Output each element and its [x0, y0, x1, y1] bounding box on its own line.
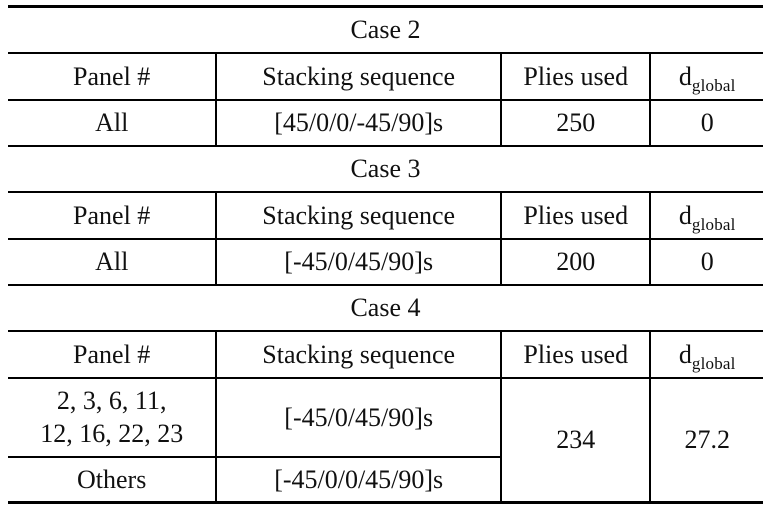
case2-panel-cell: All: [8, 100, 217, 147]
case2-header-panel: Panel #: [8, 53, 217, 101]
case4-title: Case 4: [8, 284, 763, 332]
case4-stacking-cell-2: [-45/0/0/45/90]s: [215, 457, 501, 504]
case3-header-row: Panel # Stacking sequence Plies used dgl…: [8, 192, 763, 240]
case4-stacking-cell-1: [-45/0/45/90]s: [215, 378, 501, 458]
case3-plies-cell: 200: [499, 239, 651, 286]
case3-title-row: Case 3: [8, 145, 763, 193]
case3-dglobal-cell: 0: [649, 239, 763, 286]
dglobal-subscript: global: [691, 353, 736, 373]
case2-plies-cell: 250: [499, 100, 651, 147]
case2-data-row: All [45/0/0/-45/90]s 250 0: [8, 100, 763, 147]
dglobal-base: d: [678, 61, 692, 91]
case2-header-stacking: Stacking sequence: [215, 53, 501, 101]
case3-header-plies: Plies used: [499, 192, 651, 240]
case4-panel-line2: 12, 16, 22, 23: [40, 418, 184, 448]
case3-header-stacking: Stacking sequence: [215, 192, 501, 240]
case2-header-plies: Plies used: [499, 53, 651, 101]
case3-header-dglobal: dglobal: [649, 192, 763, 240]
cases-table: Case 2 Panel # Stacking sequence Plies u…: [8, 5, 763, 504]
case4-panel-others-cell: Others: [8, 457, 217, 504]
case4-panel-cell: 2, 3, 6, 11, 12, 16, 22, 23: [8, 378, 217, 458]
case4-dglobal-merged-cell: 27.2: [649, 378, 763, 504]
case4-header-row: Panel # Stacking sequence Plies used dgl…: [8, 331, 763, 379]
dglobal-subscript: global: [691, 75, 736, 95]
case2-title: Case 2: [8, 5, 763, 54]
case4-plies-merged-cell: 234: [499, 378, 651, 504]
case4-data-row-1: 2, 3, 6, 11, 12, 16, 22, 23 [-45/0/45/90…: [8, 378, 763, 504]
case3-title: Case 3: [8, 145, 763, 193]
dglobal-base: d: [678, 200, 692, 230]
case4-title-row: Case 4: [8, 284, 763, 332]
case2-dglobal-cell: 0: [649, 100, 763, 147]
case4-header-stacking: Stacking sequence: [215, 331, 501, 379]
dglobal-subscript: global: [691, 214, 736, 234]
case3-panel-cell: All: [8, 239, 217, 286]
case4-header-plies: Plies used: [499, 331, 651, 379]
case4-panel-line1: 2, 3, 6, 11,: [56, 386, 167, 415]
case4-header-panel: Panel #: [8, 331, 217, 379]
case3-header-panel: Panel #: [8, 192, 217, 240]
case4-header-dglobal: dglobal: [649, 331, 763, 379]
dglobal-base: d: [678, 339, 692, 369]
case3-data-row: All [-45/0/45/90]s 200 0: [8, 239, 763, 286]
case3-stacking-cell: [-45/0/45/90]s: [215, 239, 501, 286]
case2-header-row: Panel # Stacking sequence Plies used dgl…: [8, 53, 763, 101]
case4-data-row-2: Others [-45/0/0/45/90]s: [8, 457, 763, 504]
case2-title-row: Case 2: [8, 5, 763, 54]
case2-header-dglobal: dglobal: [649, 53, 763, 101]
case2-stacking-cell: [45/0/0/-45/90]s: [215, 100, 501, 147]
